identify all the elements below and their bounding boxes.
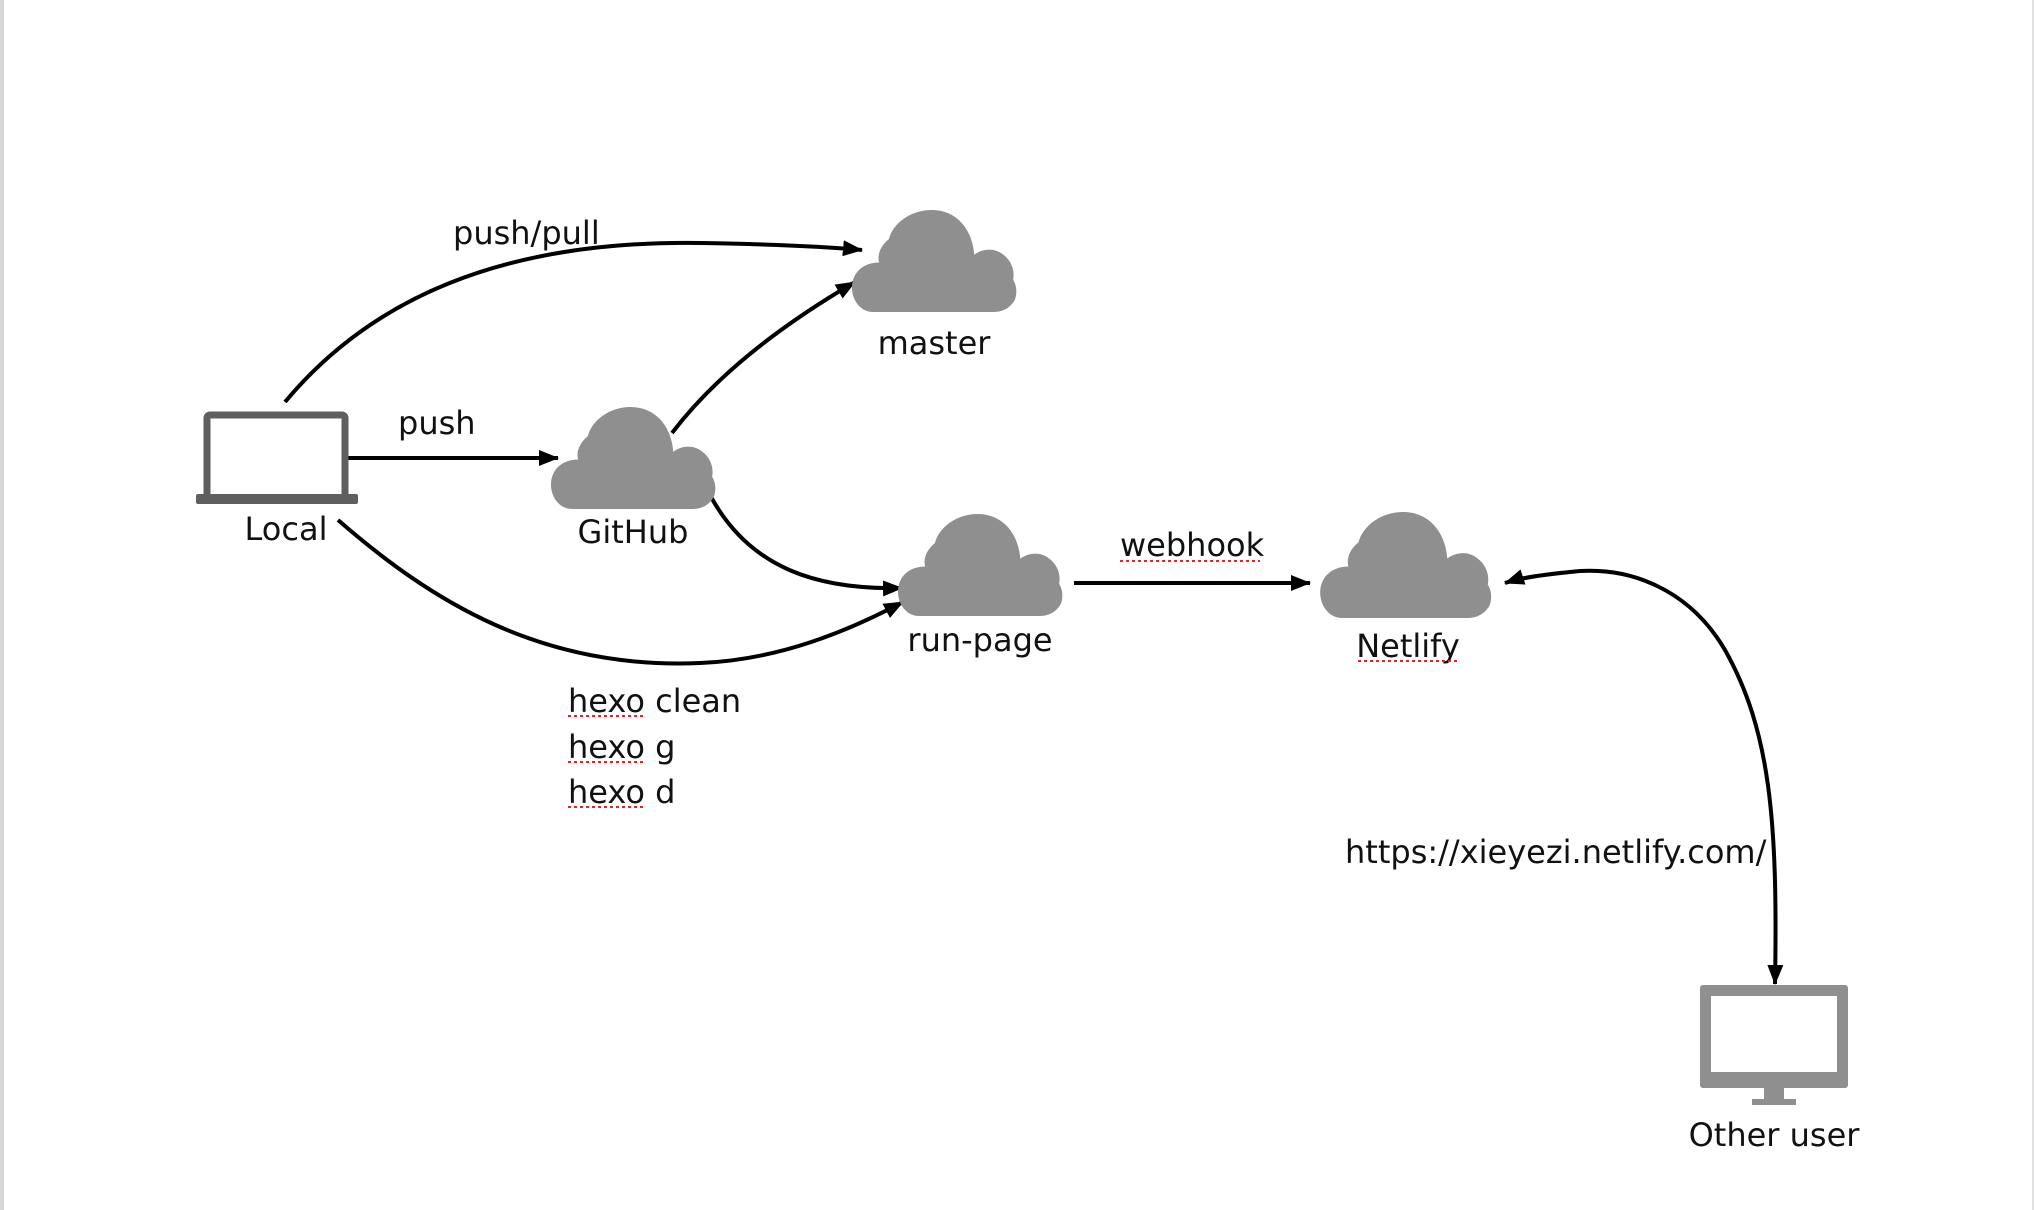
laptop-icon [196, 411, 358, 504]
hexo-command-generate: hexo g [568, 728, 675, 766]
node-runpage-label: run-page [907, 621, 1052, 659]
node-github-label: GitHub [578, 513, 689, 551]
node-otheruser-label: Other user [1689, 1116, 1861, 1154]
hexo-command-clean: hexo clean [568, 682, 741, 720]
cloud-icon-runpage [898, 514, 1063, 616]
node-netlify-label: Netlify [1356, 627, 1460, 665]
edge-github-runpage [708, 494, 903, 597]
cloud-icon-github [551, 407, 716, 509]
frame-right-border [2032, 0, 2034, 1210]
frame-left-border [0, 0, 4, 1210]
edge-label-push: push [398, 404, 476, 442]
edge-local-runpage [336, 518, 904, 666]
edge-label-webhook: webhook [1120, 526, 1265, 564]
cloud-icon-master [852, 210, 1017, 312]
hexo-command-deploy: hexo d [568, 773, 675, 811]
cloud-icon-netlify [1320, 512, 1492, 618]
edge-local-master [283, 240, 863, 404]
monitor-icon [1700, 985, 1848, 1105]
edge-netlify-otheruser [1504, 568, 1784, 985]
edge-label-url: https://xieyezi.netlify.com/ [1345, 833, 1767, 871]
edge-github-master [670, 280, 857, 435]
node-master-label: master [878, 324, 992, 362]
edge-label-push-pull: push/pull [453, 214, 600, 252]
node-local-label: Local [245, 510, 328, 548]
